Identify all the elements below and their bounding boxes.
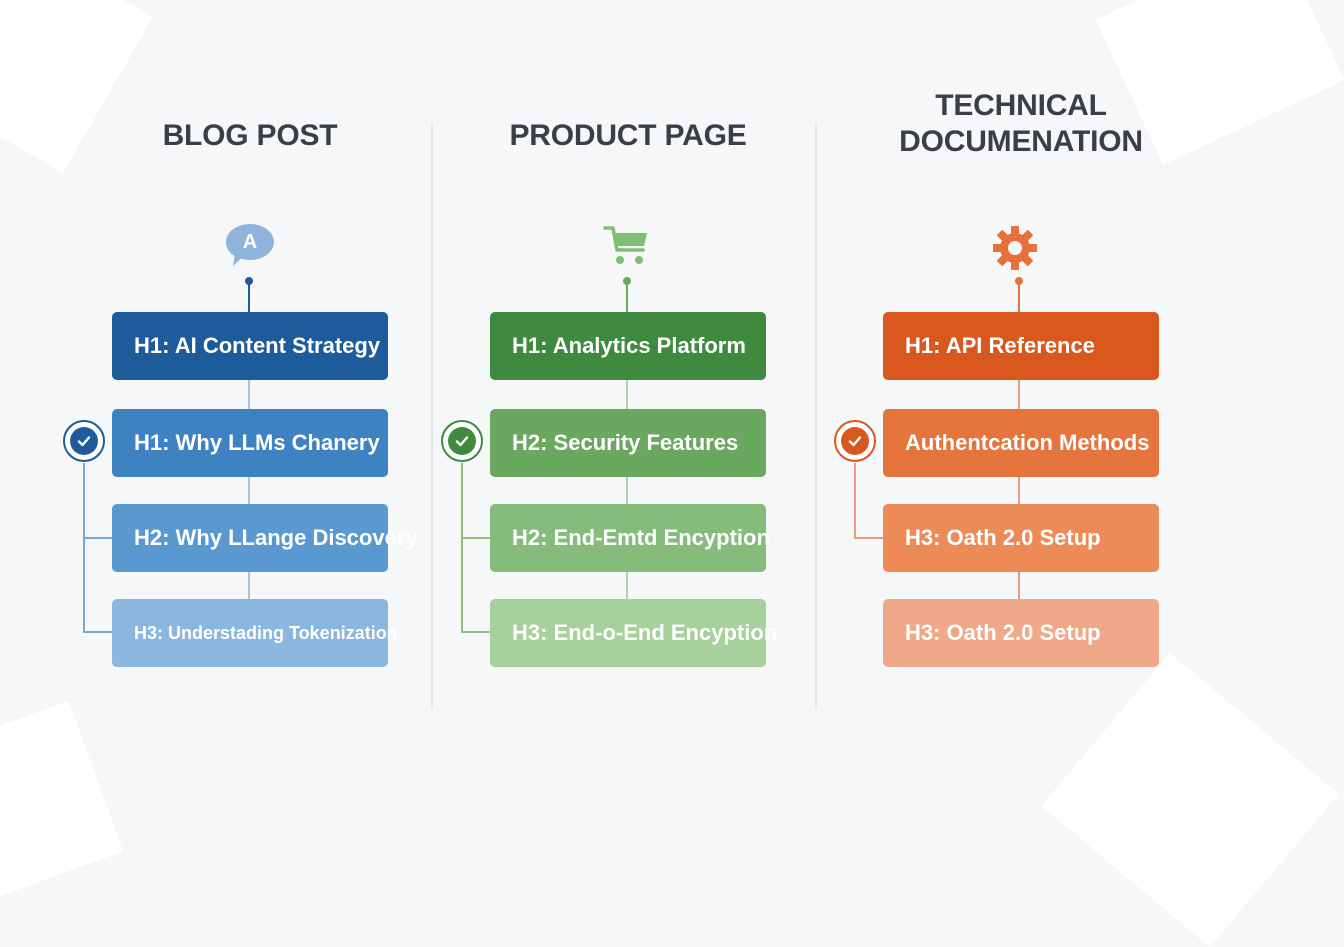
connector-line [626,284,628,312]
heading-box-level4: H3: Oath 2.0 Setup [883,599,1159,667]
heading-label: H3: Oath 2.0 Setup [905,525,1101,550]
heading-label: H3: End-o-End Encyption [512,620,778,645]
connector-dot [623,277,631,285]
tree-branch [461,631,490,633]
connector-dot [1015,277,1023,285]
heading-label: H1: Analytics Platform [512,333,746,358]
connector-line [626,380,628,409]
heading-label: H1: AI Content Strategy [134,333,381,358]
tree-branch [461,537,490,539]
chat-bubble-letter: A [243,231,257,253]
column-title: BLOG POST [162,119,338,152]
check-circle-icon [63,420,105,462]
technical-documentation-column: TECHNICAL DOCUMENATION H1: API Reference… [811,0,1231,832]
heading-label: H3: Understading Tokenization [134,622,398,643]
heading-box-level2: H1: Why LLMs Chanery [112,409,388,477]
heading-label: H1: API Reference [905,333,1095,358]
connector-dot [245,277,253,285]
heading-label: H1: Why LLMs Chanery [134,430,380,455]
connector-line [1018,572,1020,599]
connector-line [248,477,250,504]
heading-label: H2: Why LLange Discovery [134,525,418,550]
connector-line [626,572,628,599]
heading-label: H3: Oath 2.0 Setup [905,620,1101,645]
column-title: PRODUCT PAGE [509,119,747,152]
heading-label: H2: End-Emtd Encyption [512,525,770,550]
product-page-column: PRODUCT PAGE H1: Analytics Platform H2: … [418,0,838,832]
heading-box-level2: Authentcation Methods [883,409,1159,477]
heading-box-h1: H1: API Reference [883,312,1159,380]
heading-label: Authentcation Methods [905,430,1150,455]
tree-branch [83,537,112,539]
shopping-cart-icon [603,222,651,273]
connector-line [626,477,628,504]
connector-line [248,572,250,599]
check-circle-icon [441,420,483,462]
connector-line [248,284,250,312]
column-divider [815,122,817,710]
tree-line [854,463,856,538]
heading-box-level4: H3: Understading Tokenization [112,599,398,667]
tree-line [83,463,85,632]
heading-box-level3: H3: Oath 2.0 Setup [883,504,1159,572]
tree-line [461,463,463,632]
blog-post-column: BLOG POST A H1: AI Content Strategy H1: … [40,0,460,832]
column-divider [431,122,433,710]
check-circle-icon [834,420,876,462]
column-title: TECHNICAL DOCUMENATION [899,89,1143,158]
heading-label: H2: Security Features [512,430,739,455]
connector-line [1018,477,1020,504]
heading-box-h1: H1: AI Content Strategy [112,312,388,380]
heading-box-h1: H1: Analytics Platform [490,312,766,380]
connector-line [1018,380,1020,409]
connector-line [248,380,250,409]
gear-icon [991,224,1039,277]
heading-box-level3: H2: End-Emtd Encyption [490,504,770,572]
heading-box-level2: H2: Security Features [490,409,766,477]
heading-box-level3: H2: Why LLange Discovery [112,504,418,572]
connector-line [1018,284,1020,312]
heading-box-level4: H3: End-o-End Encyption [490,599,777,667]
tree-branch [83,631,112,633]
chat-bubble-icon: A [224,220,276,273]
tree-branch [854,537,883,539]
